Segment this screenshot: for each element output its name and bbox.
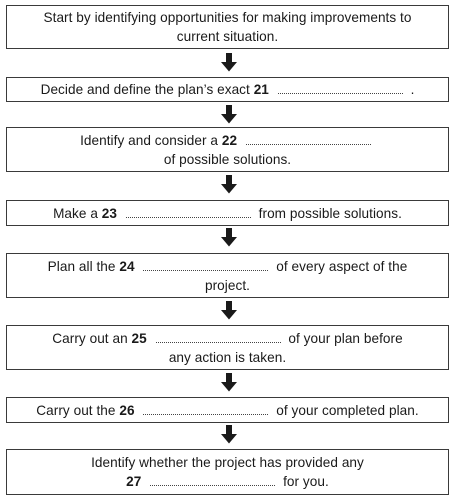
answer-blank-22[interactable]: [245, 133, 371, 145]
answer-blank-21[interactable]: [277, 82, 403, 94]
step-5-line-1: Plan all the 24 of every aspect of the: [7, 257, 448, 276]
question-number-22: 22: [221, 132, 238, 148]
step-2-text-before: Decide and define the plan’s exact: [40, 82, 250, 97]
step-5-text-before: Plan all the: [47, 258, 116, 274]
answer-blank-24[interactable]: [143, 259, 269, 271]
step-box-1: Start by identifying opportunities for m…: [6, 5, 449, 49]
down-arrow-icon: [220, 175, 238, 194]
step-8-line-2: 27 for you.: [7, 472, 448, 491]
step-box-4: Make a 23 from possible solutions.: [6, 200, 449, 226]
step-2-text-after: .: [410, 82, 415, 97]
step-4-text-after: from possible solutions.: [258, 205, 402, 221]
step-6-text-after: of your plan before: [288, 330, 403, 346]
step-7-text-after: of your completed plan.: [276, 402, 419, 418]
down-arrow-icon: [220, 373, 238, 392]
step-box-8: Identify whether the project has provide…: [6, 449, 449, 495]
down-arrow-icon: [220, 228, 238, 247]
step-5-text-after: of every aspect of the: [276, 258, 408, 274]
answer-blank-23[interactable]: [125, 206, 251, 218]
step-2-line-1: Decide and define the plan’s exact 21 .: [7, 80, 448, 99]
down-arrow-icon: [220, 425, 238, 444]
step-8-line-1: Identify whether the project has provide…: [91, 455, 364, 470]
step-box-3: Identify and consider a 22 of possible s…: [6, 127, 449, 172]
question-number-25: 25: [131, 330, 147, 346]
answer-blank-25[interactable]: [155, 331, 281, 343]
step-4-text-before: Make a: [53, 205, 98, 221]
step-8-text-after: for you.: [283, 474, 329, 489]
answer-blank-26[interactable]: [143, 403, 269, 415]
step-6-line-2: any action is taken.: [168, 349, 287, 365]
down-arrow-icon: [220, 301, 238, 320]
step-box-2: Decide and define the plan’s exact 21 .: [6, 77, 449, 102]
step-box-5: Plan all the 24 of every aspect of the p…: [6, 253, 449, 298]
question-number-21: 21: [253, 82, 269, 97]
question-number-24: 24: [119, 258, 135, 274]
step-7-text-before: Carry out the: [36, 402, 116, 418]
down-arrow-icon: [220, 53, 238, 72]
step-6-line-1: Carry out an 25 of your plan before: [7, 329, 448, 348]
question-number-27: 27: [126, 474, 142, 489]
step-7-line-1: Carry out the 26 of your completed plan.: [7, 401, 448, 420]
step-1-line-1: Start by identifying opportunities for m…: [43, 10, 412, 25]
step-6-text-before: Carry out an: [52, 330, 128, 346]
step-box-7: Carry out the 26 of your completed plan.: [6, 397, 449, 423]
step-3-line-2: of possible solutions.: [163, 151, 292, 167]
down-arrow-icon: [220, 105, 238, 124]
step-1-line-2: current situation.: [176, 29, 279, 44]
step-3-line-1: Identify and consider a 22: [7, 131, 448, 150]
step-3-text-before: Identify and consider a: [80, 132, 219, 148]
answer-blank-27[interactable]: [150, 474, 276, 486]
question-number-26: 26: [119, 402, 135, 418]
step-box-6: Carry out an 25 of your plan before any …: [6, 325, 449, 370]
step-4-line-1: Make a 23 from possible solutions.: [7, 204, 448, 223]
step-5-line-2: project.: [205, 277, 250, 293]
question-number-23: 23: [101, 205, 118, 221]
